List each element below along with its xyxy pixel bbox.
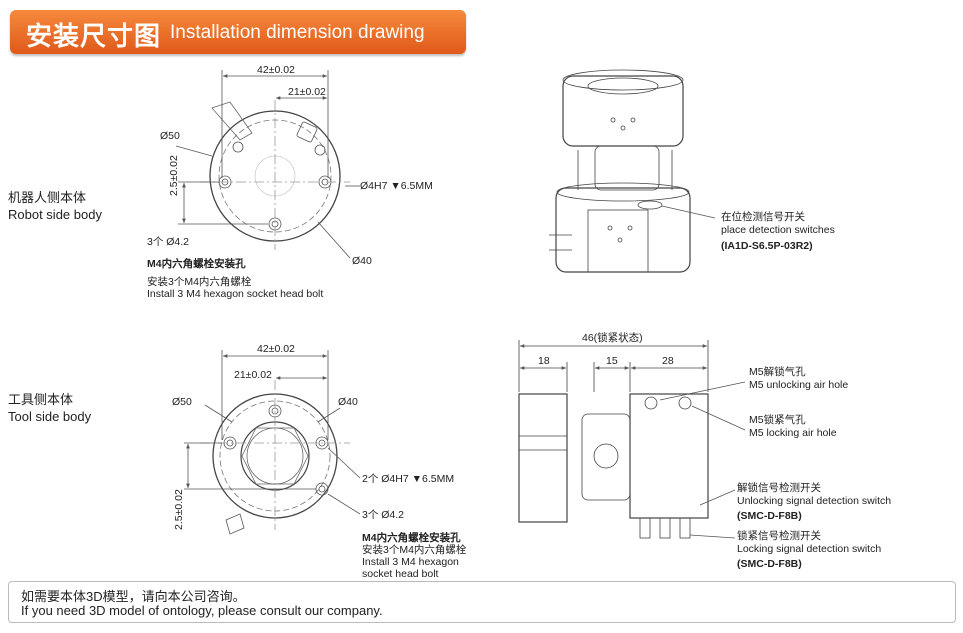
tool-side-label-en: Tool side body (8, 409, 92, 424)
side-view-drawing (518, 340, 746, 539)
switch-model: (IA1D-S6.5P-03R2) (721, 240, 813, 252)
unlock-sig-model: (SMC-D-F8B) (737, 510, 802, 522)
unlock-sig-zh: 解锁信号检测开关 (737, 482, 821, 494)
robot-hole-4h7: Ø4H7 ▼6.5MM (360, 180, 433, 192)
lock-sig-model: (SMC-D-F8B) (737, 558, 802, 570)
robot-install-en: Install 3 M4 hexagon socket head bolt (147, 288, 324, 300)
tool-dim-phi50: Ø50 (172, 396, 192, 408)
tool-install-zh: 安装3个M4内六角螺栓 (362, 544, 467, 556)
tool-dim-42: 42±0.02 (257, 343, 295, 355)
robot-dim-25: 2.5±0.02 (168, 155, 180, 196)
switch-label-en: place detection switches (721, 224, 835, 236)
unlock-sig-en: Unlocking signal detection switch (737, 495, 892, 507)
tool-three-holes: 3个 Ø4.2 (362, 509, 405, 521)
title-en: Installation dimension drawing (170, 22, 425, 43)
tool-dim-25: 2.5±0.02 (173, 489, 185, 530)
lock-sig-zh: 锁紧信号检测开关 (737, 530, 821, 542)
side-dim-15: 15 (606, 355, 618, 367)
footer-note: 如需要本体3D模型，请向本公司咨询。 If you need 3D model … (8, 581, 956, 623)
robot-dim-phi40: Ø40 (352, 255, 372, 267)
tool-install-en1: Install 3 M4 hexagon (362, 556, 459, 568)
tool-side-drawing (184, 350, 361, 535)
robot-dim-42: 42±0.02 (257, 64, 295, 76)
footer-en: If you need 3D model of ontology, please… (21, 603, 383, 618)
robot-dim-phi50: Ø50 (160, 130, 180, 142)
tool-install-en2: socket head bolt (362, 568, 439, 580)
tool-hole-4h7: 2个 Ø4H7 ▼6.5MM (362, 473, 455, 485)
tool-dim-phi40: Ø40 (338, 396, 358, 408)
robot-three-holes: 3个 Ø4.2 (147, 236, 190, 248)
switch-label-zh: 在位检测信号开关 (721, 211, 805, 223)
robot-bolt-zh: M4内六角螺栓安装孔 (147, 258, 246, 270)
robot-side-label-en: Robot side body (8, 207, 102, 222)
side-dim-18: 18 (538, 355, 550, 367)
iso-view-drawing (549, 69, 716, 273)
tool-side-label-zh: 工具侧本体 (8, 392, 74, 407)
unlock-air-zh: M5解锁气孔 (749, 366, 806, 378)
tool-dim-21: 21±0.02 (234, 369, 272, 381)
lock-sig-en: Locking signal detection switch (737, 543, 882, 555)
title-zh: 安装尺寸图 (26, 22, 162, 52)
robot-side-label-zh: 机器人侧本体 (8, 190, 87, 205)
robot-side-drawing (175, 70, 360, 259)
lock-air-zh: M5锁紧气孔 (749, 414, 806, 426)
unlock-air-en: M5 unlocking air hole (749, 379, 849, 391)
robot-dim-21: 21±0.02 (288, 86, 326, 98)
side-dim-total: 46(锁紧状态) (582, 332, 643, 344)
tool-bolt-zh: M4内六角螺栓安装孔 (362, 532, 461, 544)
title-banner: 安装尺寸图 Installation dimension drawing (10, 10, 466, 54)
footer-zh: 如需要本体3D模型，请向本公司咨询。 (21, 589, 246, 604)
side-dim-28: 28 (662, 355, 674, 367)
lock-air-en: M5 locking air hole (749, 427, 837, 439)
robot-install-zh: 安装3个M4内六角螺栓 (147, 276, 252, 288)
